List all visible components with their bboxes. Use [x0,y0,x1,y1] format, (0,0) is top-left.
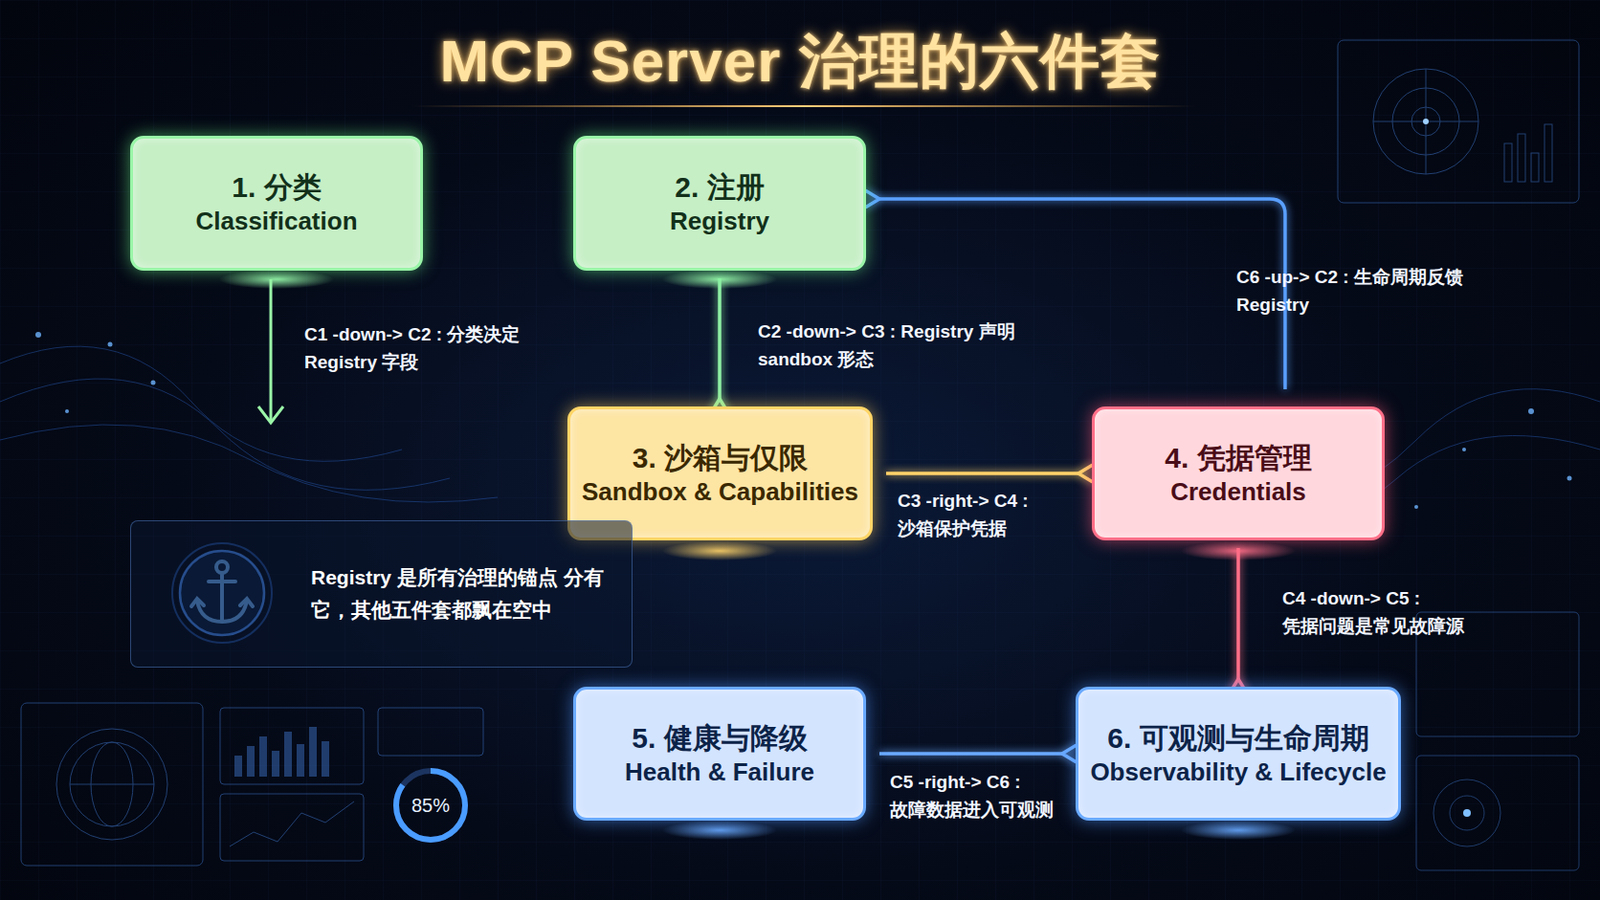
node-title: 6. 可观测与生命周期 [1107,719,1369,757]
edge-label: C3 -right-> C4 : 沙箱保护凭据 [897,488,1080,543]
edge-label: C5 -right-> C6 : 故障数据进入可观测 [889,769,1082,824]
flow-arrow [866,191,1286,390]
edge-note: C1 -down-> C2 : 分类决定 Registry 字段 [304,321,544,377]
edge-label: C6 -up-> C2 : 生命周期反馈 Registry [1236,264,1467,319]
node-title: Registry 是所有治理的锚点 分有它，其他五件套都飘在空中 [311,561,617,626]
c1-arrow [258,279,284,423]
flow-arrow [879,746,1076,763]
flow-arrow [1230,548,1247,693]
edge-label: C2 -down-> C3 : Registry 声明 sandbox 形态 [757,318,1017,374]
process-box: 4. 凭据管理Credentials [1091,406,1385,541]
node-subtitle: Observability & Lifecycle [1089,756,1386,790]
diagram-title: MCP Server 治理的六件套 [0,21,1600,102]
edge-label: C4 -down-> C5 : 凭据问题是常见故障源 [1282,585,1522,641]
node-subtitle: Classification [195,205,357,239]
node-title: 5. 健康与降级 [631,719,807,757]
node-subtitle: Credentials [1170,476,1307,510]
process-box: 6. 可观测与生命周期Observability & Lifecycle [1075,687,1401,822]
node-title: 2. 注册 [674,168,764,206]
process-box: 2. 注册Registry [573,135,867,271]
process-box: 5. 健康与降级Health & Failure [573,687,867,822]
note-panel: Registry 是所有治理的锚点 分有它，其他五件套都飘在空中 [130,520,633,668]
node-subtitle: Sandbox & Capabilities [581,476,859,510]
flow-arrow [711,278,729,413]
flow-arrow [886,466,1092,483]
node-subtitle: Registry [669,205,770,239]
process-box: 1. 分类Classification [130,135,423,271]
node-title: 3. 沙箱与仅限 [632,439,808,477]
node-title: 1. 分类 [231,168,321,206]
node-title: 4. 凭据管理 [1164,439,1312,477]
node-title: 85% [411,793,450,819]
gauge-circle: 85% [390,765,471,846]
node-subtitle: Health & Failure [624,756,815,790]
